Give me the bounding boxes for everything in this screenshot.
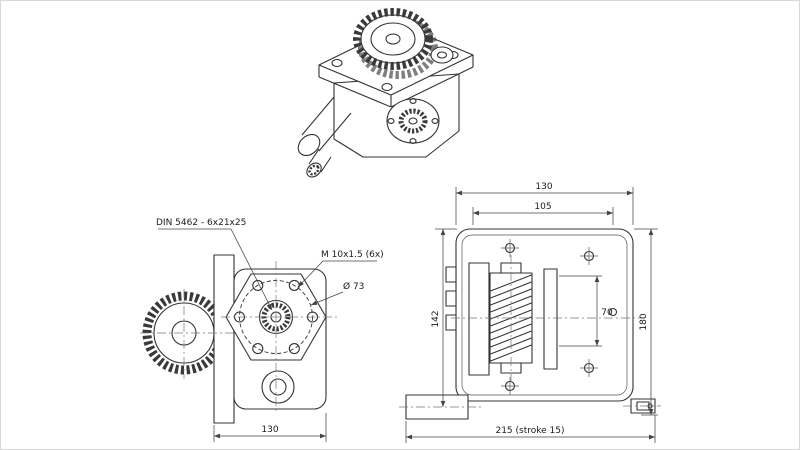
front-view: 130 105 142 70 180 215 (stroke 15) [399, 182, 661, 443]
mounting-plate [213, 254, 235, 424]
flange-bolt-hole [431, 118, 439, 124]
leader-line-spline [230, 228, 273, 311]
stub-shaft-cap [306, 162, 322, 178]
hatch-line [490, 295, 532, 313]
gear-hub-bore [385, 33, 401, 45]
bearing-block-left [468, 262, 490, 376]
side-tab [445, 314, 457, 331]
shaft-boss [261, 370, 295, 404]
idler-hub [430, 46, 454, 64]
plate-hole [331, 58, 343, 68]
spline-spec-label: DIN 5462 - 6x21x25 [156, 218, 246, 228]
thread-spec-label: M 10x1.5 (6x) [321, 250, 384, 260]
spline-bore-center [408, 117, 418, 125]
flange-bolt-hole [387, 118, 395, 124]
dimension-215-label: 215 (stroke 15) [495, 426, 564, 436]
shaft-boss-bore [269, 378, 287, 396]
gear-face [370, 22, 416, 56]
side-view: 130 DIN 5462 - 6x21x25 M 10x1.5 (6x) Ø 7… [140, 218, 384, 442]
stub-shaft-edge [320, 156, 332, 173]
dimension-70-label: 70 [601, 308, 613, 318]
cylinder-cap [297, 133, 321, 157]
bolt-hole [252, 279, 264, 291]
bolt-circle-label: Ø 73 [343, 281, 364, 292]
bolt-hole [252, 343, 264, 355]
dimension-105-label: 105 [534, 202, 551, 212]
plate-bottom-edge [318, 76, 392, 108]
stub-spline-teeth [308, 164, 320, 176]
dimension-130-side-label: 130 [261, 425, 278, 435]
stub-shaft-edge [308, 148, 320, 165]
idler-hub-bore [436, 51, 448, 59]
leader-line-thread [297, 260, 324, 288]
flange-bolt-hole [409, 138, 417, 144]
bearing-plate-right [543, 268, 558, 370]
body-bolt-holes [501, 239, 618, 395]
plate-hole [381, 82, 393, 92]
side-tab [445, 290, 457, 307]
side-tab [445, 266, 457, 283]
leader-line-bolt-circle [310, 291, 344, 306]
spline-bore-teeth [398, 108, 428, 134]
gear-teeth [353, 8, 433, 70]
hatch-line [490, 274, 532, 292]
gearbox-inner-wall [461, 234, 628, 396]
cylinder-edge [301, 96, 335, 136]
dimension-130-front-label: 130 [535, 182, 552, 192]
dimension-180-label: 180 [639, 313, 649, 330]
bolt-hole [288, 343, 300, 355]
isometric-view [297, 8, 474, 178]
bolt-hole [608, 307, 618, 317]
cylinder-edge [318, 112, 352, 152]
flange-face [386, 98, 440, 144]
hatch-line [490, 330, 532, 348]
dimension-142-label: 142 [431, 310, 441, 327]
flange-bolt-hole [409, 98, 417, 104]
